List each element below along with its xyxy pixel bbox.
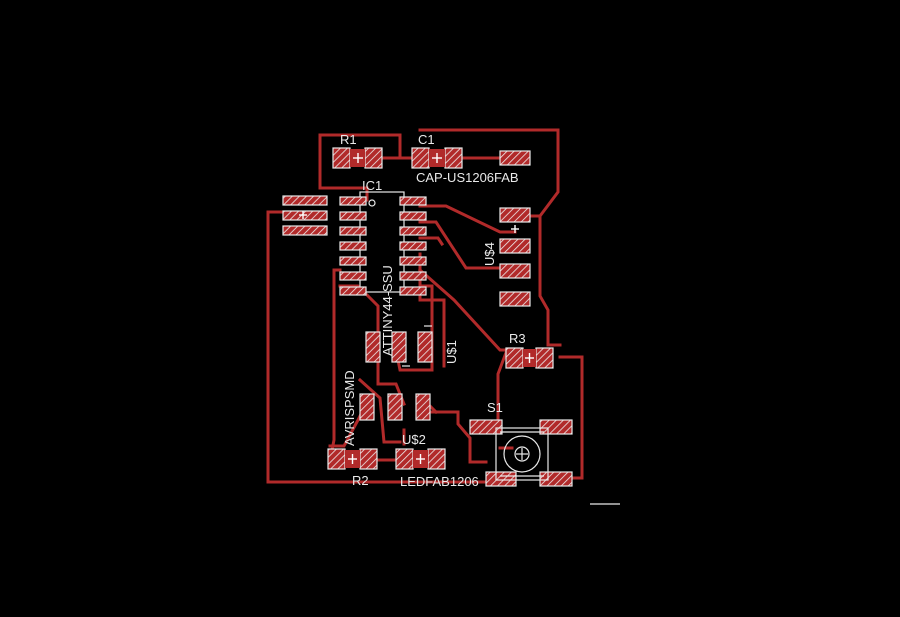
s1-label: S1 bbox=[487, 400, 503, 415]
led-value: LEDFAB1206 bbox=[400, 474, 479, 489]
s1-button-inner bbox=[514, 446, 530, 462]
ic1-label: IC1 bbox=[362, 178, 382, 193]
r3-resistor[interactable]: R3 bbox=[505, 331, 554, 369]
r3-label: R3 bbox=[509, 331, 526, 346]
avrispsmd-header[interactable]: AVRISPSMD bbox=[342, 370, 431, 446]
u4-label: U$4 bbox=[482, 242, 497, 266]
u2-label: U$2 bbox=[402, 432, 426, 447]
u4-header[interactable]: U$4 bbox=[482, 150, 531, 307]
u1-label: U$1 bbox=[444, 340, 459, 364]
u1-component[interactable]: U$1 bbox=[365, 325, 459, 367]
ic1-right-pads bbox=[399, 196, 427, 296]
ic1-pin1-marker bbox=[368, 199, 376, 207]
ic1-left-pads bbox=[339, 196, 367, 296]
s1-switch[interactable]: S1 bbox=[469, 400, 620, 505]
c1-label: C1 bbox=[418, 132, 435, 147]
r2-label: R2 bbox=[352, 473, 369, 488]
u2-led[interactable]: U$2 LEDFAB1206 bbox=[395, 432, 479, 489]
r2-resistor[interactable]: R2 bbox=[327, 448, 378, 488]
ic1-chip[interactable]: IC1 ATTINY44-SSU bbox=[339, 178, 427, 356]
left-connector[interactable] bbox=[282, 195, 328, 236]
avr-label: AVRISPSMD bbox=[342, 370, 357, 446]
ic1-value: ATTINY44-SSU bbox=[380, 265, 395, 356]
c1-capacitor[interactable]: C1 CAP-US1206FAB bbox=[411, 132, 519, 185]
r1-resistor[interactable]: R1 bbox=[332, 132, 383, 169]
s1-button-ring bbox=[503, 435, 541, 473]
c1-value: CAP-US1206FAB bbox=[416, 170, 519, 185]
r1-label: R1 bbox=[340, 132, 357, 147]
